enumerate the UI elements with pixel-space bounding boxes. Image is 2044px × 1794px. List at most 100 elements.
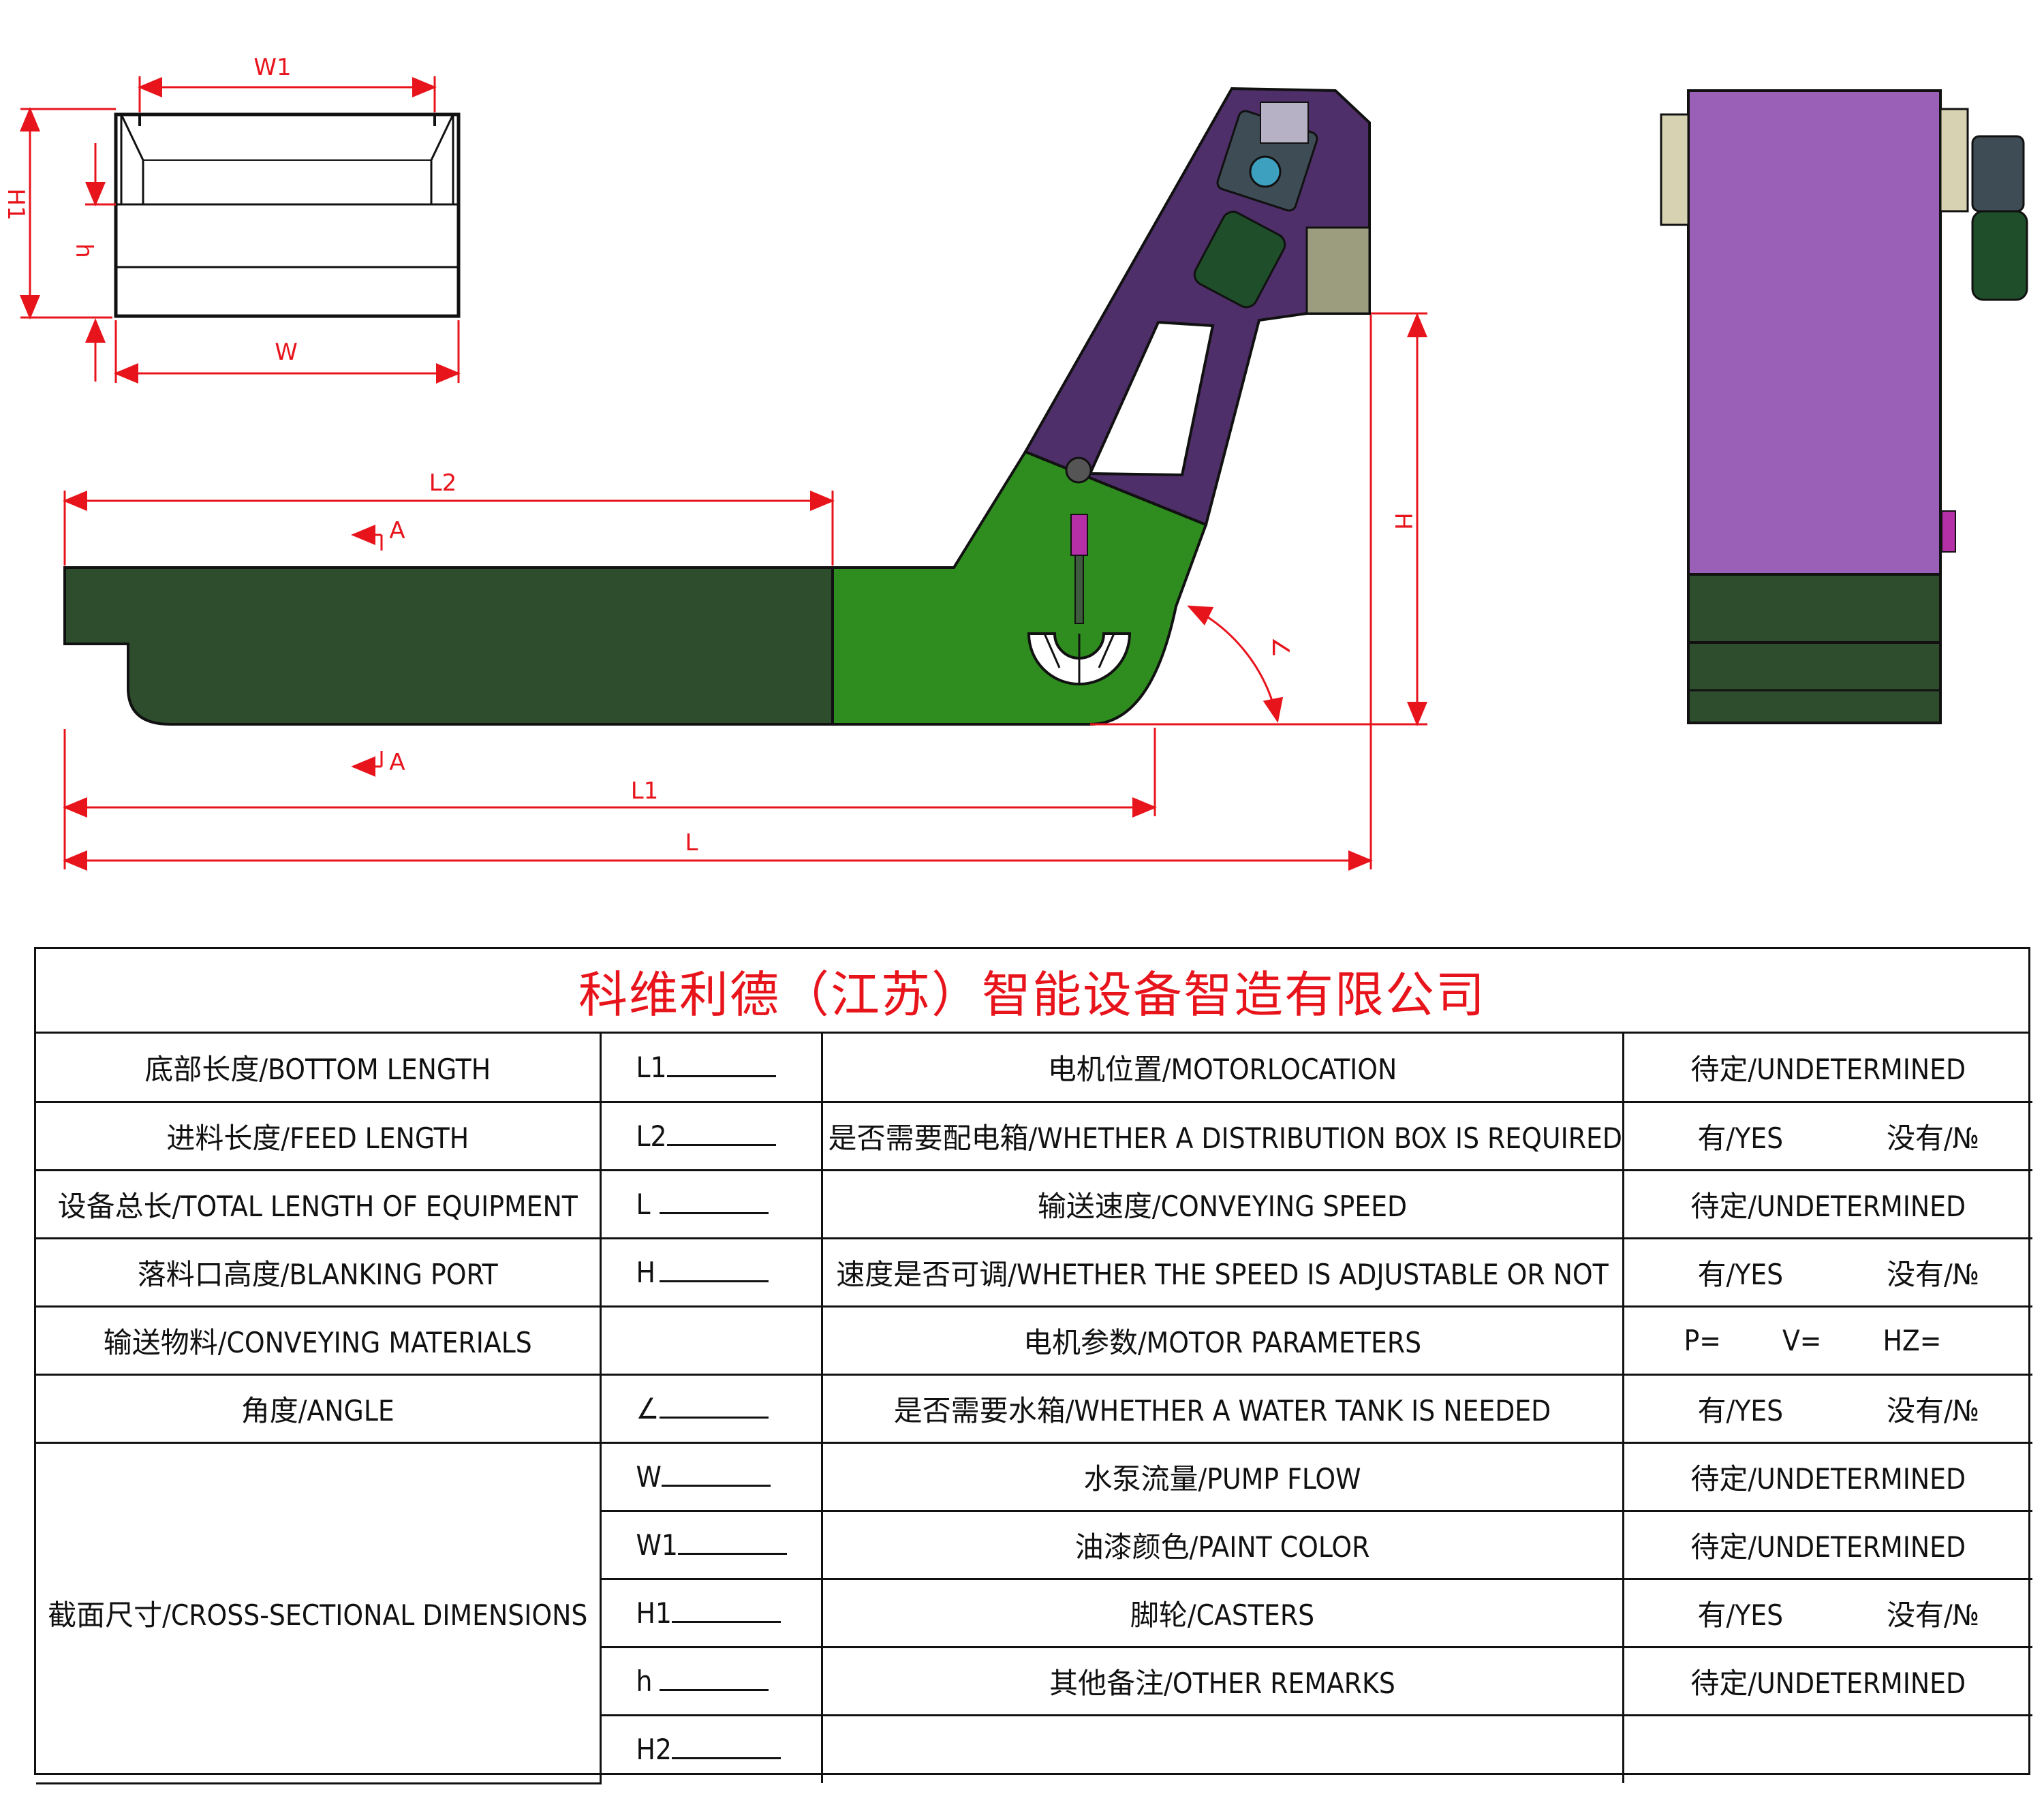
table-row: 设备总长/TOTAL LENGTH OF EQUIPMENT L 输送速度/CO…: [36, 1169, 2032, 1239]
row-label: 输送物料/CONVEYING MATERIALS: [36, 1305, 602, 1376]
item-label: 是否需要配电箱/WHETHER A DISTRIBUTION BOX IS RE…: [820, 1100, 1624, 1171]
fill-blank[interactable]: [666, 1124, 776, 1146]
dim-angle-label: ∠: [1267, 637, 1294, 658]
item-label: 其他备注/OTHER REMARKS: [820, 1645, 1624, 1716]
dim-l-label: L: [685, 829, 698, 856]
option-no[interactable]: 没有/№: [1886, 1598, 1979, 1632]
row-label: 截面尺寸/CROSS-SECTIONAL DIMENSIONS: [36, 1441, 602, 1784]
item-value: 待定/UNDETERMINED: [1622, 1509, 2032, 1580]
item-label: 是否需要水箱/WHETHER A WATER TANK IS NEEDED: [820, 1373, 1624, 1444]
code-cell: ∠: [599, 1373, 823, 1444]
code-symbol: L: [636, 1187, 651, 1221]
code-cell: L: [599, 1169, 823, 1239]
item-label: 水泵流量/PUMP FLOW: [820, 1441, 1624, 1512]
fill-blank[interactable]: [659, 1260, 769, 1282]
param-v[interactable]: V=: [1782, 1323, 1822, 1357]
item-label: 电机位置/MOTORLOCATION: [820, 1034, 1624, 1103]
code-cell: L1: [599, 1034, 823, 1103]
dim-h1-label: H1: [2, 188, 29, 220]
item-value: 待定/UNDETERMINED: [1622, 1645, 2032, 1716]
item-value: 待定/UNDETERMINED: [1622, 1169, 2032, 1239]
code-symbol: L2: [636, 1119, 667, 1153]
item-value: [1622, 1714, 2032, 1783]
fill-blank[interactable]: [659, 1396, 769, 1419]
table-row: W1 油漆颜色/PAINT COLOR 待定/UNDETERMINED: [36, 1509, 2032, 1580]
spec-table: 底部长度/BOTTOM LENGTH L1 电机位置/MOTORLOCATION…: [36, 1034, 2032, 1784]
yes-no-cell: 有/YES 没有/№: [1622, 1577, 2032, 1648]
code-symbol: W: [636, 1459, 662, 1494]
item-label: [820, 1714, 1624, 1783]
conveyor-drawing: W1 W H1 h L2: [2, 54, 2028, 871]
row-label: 落料口高度/BLANKING PORT: [36, 1237, 602, 1308]
side-view: [63, 87, 1371, 726]
table-row: H2: [36, 1714, 2032, 1783]
row-label: 角度/ANGLE: [36, 1373, 602, 1444]
code-symbol: ∠: [636, 1391, 660, 1425]
table-row: 落料口高度/BLANKING PORT H 速度是否可调/WHETHER THE…: [36, 1237, 2032, 1308]
table-row: 输送物料/CONVEYING MATERIALS 电机参数/MOTOR PARA…: [36, 1305, 2032, 1376]
param-p[interactable]: P=: [1684, 1323, 1721, 1357]
code-symbol: H2: [636, 1733, 672, 1767]
dim-l1-label: L1: [631, 777, 659, 805]
table-row: 进料长度/FEED LENGTH L2 是否需要配电箱/WHETHER A DI…: [36, 1100, 2032, 1171]
end-housing-purple: [1687, 89, 1942, 576]
table-row: 截面尺寸/CROSS-SECTIONAL DIMENSIONS W 水泵流量/P…: [36, 1441, 2032, 1784]
yes-no-cell: 有/YES 没有/№: [1622, 1373, 2032, 1444]
option-yes[interactable]: 有/YES: [1697, 1393, 1784, 1427]
fill-blank[interactable]: [666, 1055, 776, 1077]
end-base-green: [1687, 573, 1942, 724]
cross-section-view: [114, 112, 461, 318]
end-view: [1660, 89, 2028, 724]
option-no[interactable]: 没有/№: [1886, 1257, 1979, 1291]
item-value: 待定/UNDETERMINED: [1622, 1034, 2032, 1103]
option-yes[interactable]: 有/YES: [1697, 1121, 1784, 1155]
code-cell: W1: [600, 1509, 823, 1580]
spec-sheet: 科维利德（江苏）智能设备智造有限公司 底部长度/BOTTOM LENGTH L1…: [34, 947, 2032, 1784]
dim-w-label: W: [275, 339, 298, 366]
section-mark-a-bottom: A: [389, 749, 405, 776]
fill-blank[interactable]: [659, 1192, 769, 1214]
section-dimensions: [20, 76, 461, 384]
motor-params-cell: P= V= HZ=: [1622, 1305, 2032, 1376]
row-label: 设备总长/TOTAL LENGTH OF EQUIPMENT: [36, 1169, 602, 1239]
param-hz[interactable]: HZ=: [1883, 1323, 1942, 1357]
item-label: 脚轮/CASTERS: [820, 1577, 1624, 1648]
code-cell: h: [600, 1645, 823, 1716]
fill-blank[interactable]: [661, 1464, 771, 1487]
code-cell: W: [599, 1441, 823, 1512]
row-label: 进料长度/FEED LENGTH: [36, 1100, 602, 1171]
yes-no-cell: 有/YES 没有/№: [1622, 1100, 2032, 1171]
item-label: 速度是否可调/WHETHER THE SPEED IS ADJUSTABLE O…: [820, 1237, 1624, 1308]
dim-l2-label: L2: [429, 469, 457, 497]
option-no[interactable]: 没有/№: [1886, 1393, 1979, 1427]
code-symbol: h: [636, 1664, 653, 1698]
company-title: 科维利德（江苏）智能设备智造有限公司: [36, 949, 2028, 1034]
code-cell[interactable]: [599, 1305, 823, 1376]
conveyor-base: [63, 566, 834, 726]
item-label: 油漆颜色/PAINT COLOR: [820, 1509, 1624, 1580]
table-row: H1 脚轮/CASTERS 有/YES 没有/№: [36, 1577, 2032, 1648]
fill-blank[interactable]: [671, 1737, 781, 1760]
option-yes[interactable]: 有/YES: [1697, 1598, 1784, 1632]
discharge-chute: [1305, 226, 1371, 315]
section-mark-a-top: A: [389, 517, 405, 544]
side-view-dimensions: [63, 312, 1427, 871]
dim-h-small-label: h: [70, 243, 97, 258]
option-yes[interactable]: 有/YES: [1697, 1257, 1784, 1291]
option-no[interactable]: 没有/№: [1886, 1121, 1979, 1155]
fill-blank[interactable]: [659, 1669, 769, 1691]
item-label: 输送速度/CONVEYING SPEED: [820, 1169, 1624, 1239]
table-row: 底部长度/BOTTOM LENGTH L1 电机位置/MOTORLOCATION…: [36, 1034, 2032, 1103]
fill-blank[interactable]: [677, 1532, 787, 1555]
code-cell: H2: [600, 1714, 823, 1783]
motor-body: [1193, 211, 1286, 309]
dim-w1-label: W1: [253, 54, 291, 81]
fill-blank[interactable]: [671, 1600, 781, 1623]
yes-no-cell: 有/YES 没有/№: [1622, 1237, 2032, 1308]
code-cell: H1: [600, 1577, 823, 1648]
code-cell: L2: [599, 1100, 823, 1171]
row-label: 底部长度/BOTTOM LENGTH: [36, 1034, 602, 1103]
code-symbol: W1: [636, 1528, 678, 1562]
table-row: 角度/ANGLE ∠ 是否需要水箱/WHETHER A WATER TANK I…: [36, 1373, 2032, 1444]
item-label: 电机参数/MOTOR PARAMETERS: [820, 1305, 1624, 1376]
